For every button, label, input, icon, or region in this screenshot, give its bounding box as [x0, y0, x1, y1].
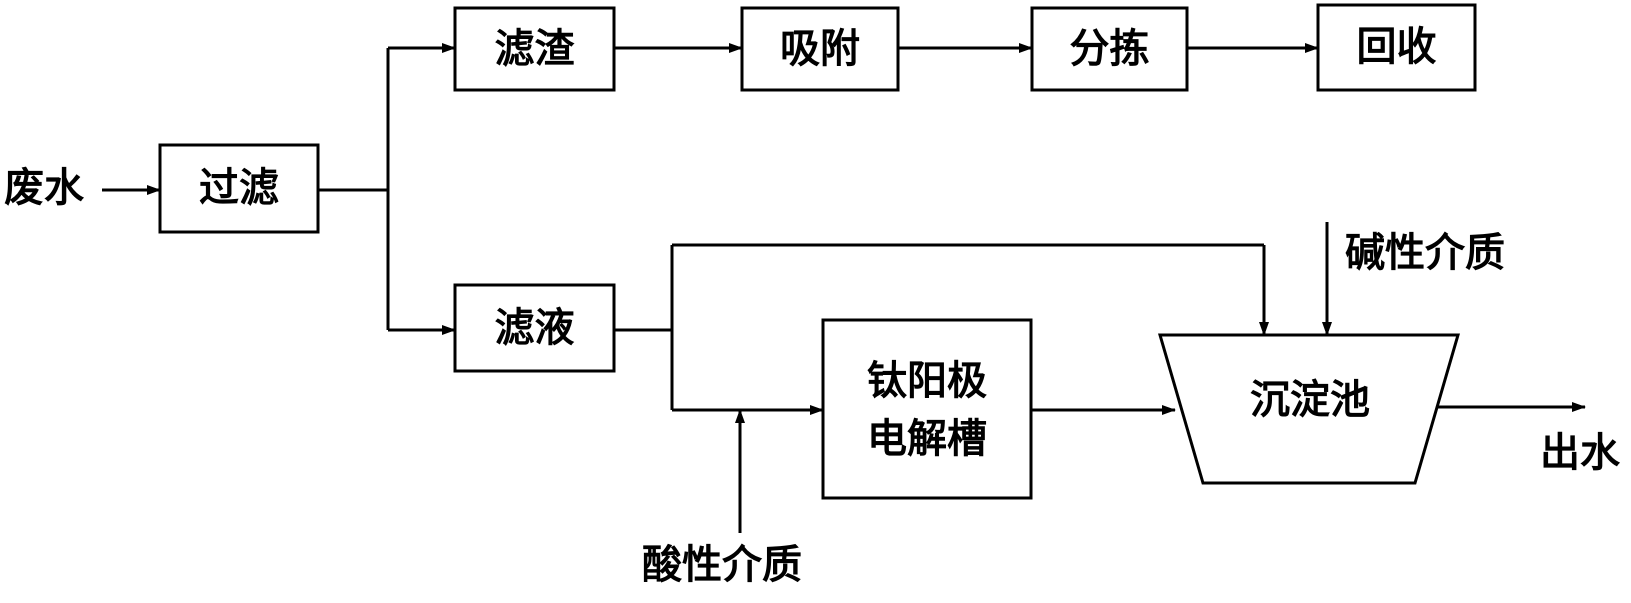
- recovery-box: [1316, 3, 1477, 92]
- adsorption-box: [740, 6, 900, 92]
- sorting-label: 分拣: [1069, 26, 1150, 72]
- electrolyzer-box: [821, 318, 1033, 500]
- residue-label: 滤渣: [494, 26, 575, 72]
- electrolyzer-label-line1: 钛阳极: [867, 358, 987, 404]
- effluent-label: 出水: [1540, 430, 1620, 476]
- filtrate-label: 滤液: [494, 305, 575, 351]
- electrolyzer-label: 钛阳极 电解槽: [823, 352, 1031, 468]
- acid-medium-label: 酸性介质: [642, 542, 802, 588]
- electrolyzer-label-line2: 电解槽: [867, 416, 987, 462]
- wastewater-label: 废水: [4, 165, 84, 211]
- sedimentation-tank-label: 沉淀池: [1250, 377, 1370, 423]
- alkali-medium-label: 碱性介质: [1345, 230, 1505, 276]
- adsorption-label: 吸附: [780, 26, 860, 72]
- recovery-label: 回收: [1356, 24, 1437, 70]
- sedimentation-tank-shape: [1158, 333, 1460, 485]
- filter-label: 过滤: [199, 165, 279, 211]
- residue-box: [453, 6, 616, 92]
